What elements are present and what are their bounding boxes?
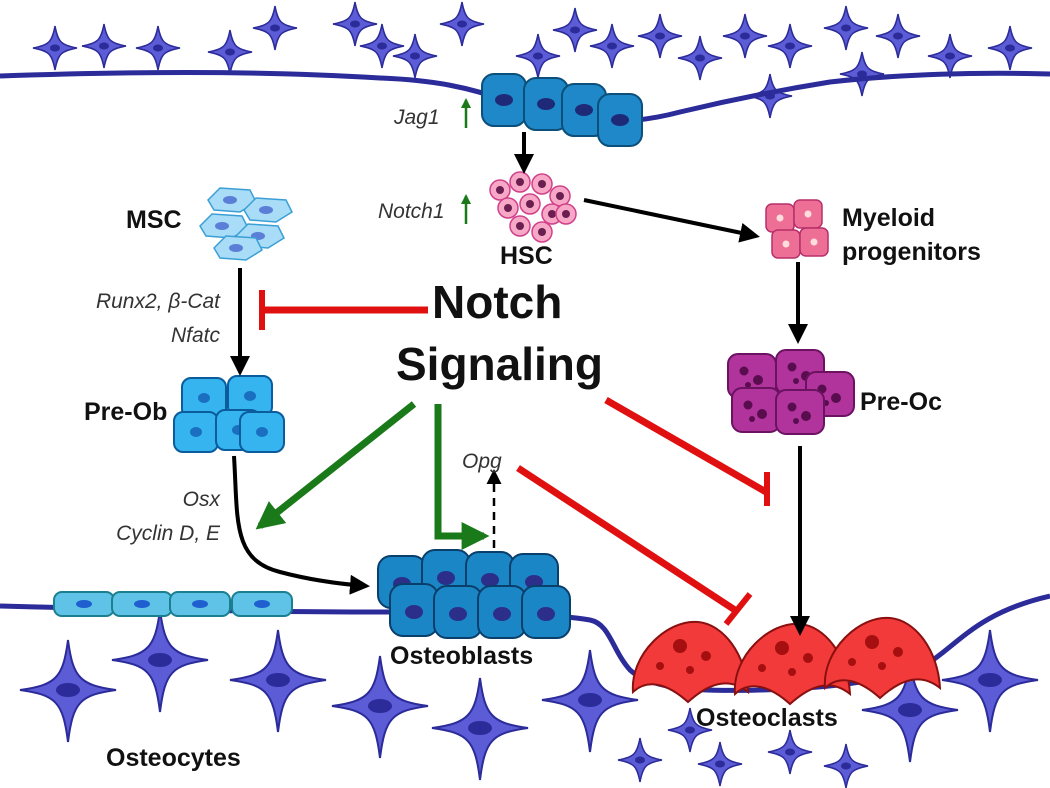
label-osteocytes: Osteocytes [106, 744, 241, 772]
niche-osteoblast-icon [481, 73, 643, 147]
lining-cell-icon [53, 591, 293, 617]
msc-cell-icon [199, 187, 293, 261]
title-notch: Notch [432, 276, 562, 328]
osteoblast-icon [377, 549, 571, 639]
title-signaling: Signaling [396, 338, 603, 390]
label-msc: MSC [126, 206, 182, 234]
arrow-notch-to-osteoblast [434, 404, 490, 550]
inhibit-opg-to-osteoclast [516, 465, 740, 615]
label-progenitors: progenitors [842, 238, 981, 266]
label-osteoblasts: Osteoblasts [390, 642, 533, 670]
label-osx: Osx [183, 488, 222, 511]
label-runx2-bcat: Runx2, β-Cat [96, 290, 221, 313]
label-opg: Opg [462, 450, 502, 473]
flow-arrows [230, 132, 810, 636]
pre-osteoclast-icon [727, 349, 855, 435]
label-pre-ob: Pre-Ob [84, 398, 167, 426]
osteoclast-icon [631, 616, 941, 705]
label-jag1: Jag1 [393, 106, 440, 129]
hsc-cell-icon [489, 171, 577, 243]
inhibition-arrows [259, 290, 770, 626]
myeloid-cell-icon [765, 199, 829, 259]
label-nfatc: Nfatc [171, 324, 221, 347]
inhibit-notch-to-preoc [604, 396, 768, 496]
pre-osteoblast-icon [173, 375, 285, 453]
label-hsc: HSC [500, 242, 553, 270]
label-osteoclasts: Osteoclasts [696, 704, 838, 732]
label-notch1: Notch1 [378, 200, 445, 223]
arrow-hsc-to-myeloid [583, 198, 760, 243]
labels: Notch Signaling MSC HSC Myeloid progenit… [84, 106, 981, 772]
label-cyclin: Cyclin D, E [116, 522, 221, 545]
activation-arrows [255, 401, 490, 550]
label-pre-oc: Pre-Oc [860, 388, 942, 416]
arrow-preob-to-osteoblast [232, 455, 370, 595]
arrow-notch-to-preob-proliferation [255, 401, 417, 530]
label-myeloid: Myeloid [842, 204, 935, 232]
